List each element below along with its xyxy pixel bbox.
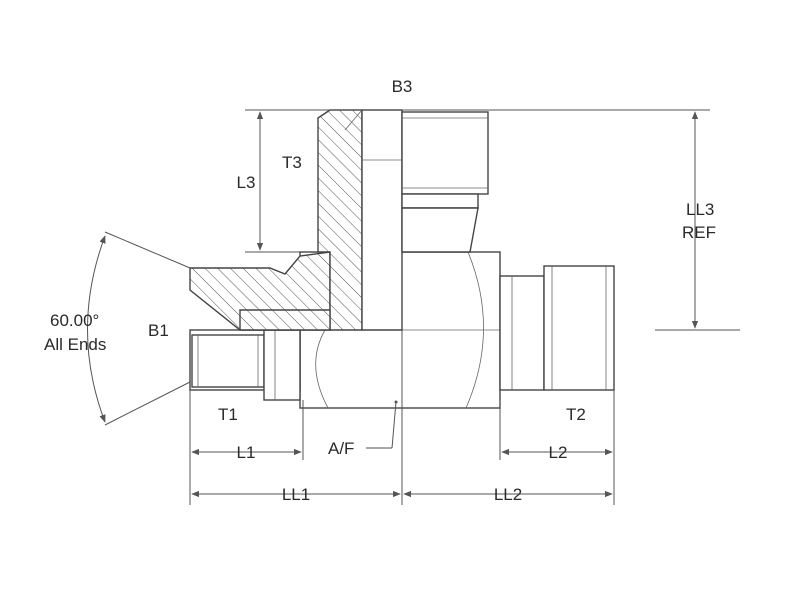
label-l1: L1 xyxy=(237,443,256,462)
label-af: A/F xyxy=(328,439,354,458)
dimension-lines xyxy=(87,109,740,505)
label-b1: B1 xyxy=(148,321,169,340)
label-l3: L3 xyxy=(237,173,256,192)
section-hatched xyxy=(189,109,363,331)
label-l2: L2 xyxy=(549,443,568,462)
right-port xyxy=(499,265,615,391)
label-ll1: LL1 xyxy=(282,485,310,504)
label-t2: T2 xyxy=(566,405,586,424)
label-ll2: LL2 xyxy=(494,485,522,504)
label-ll3-ref: REF xyxy=(682,223,716,242)
label-angle: 60.00° xyxy=(50,311,99,330)
label-ll3: LL3 xyxy=(686,200,714,219)
label-b3: B3 xyxy=(392,77,413,96)
left-port xyxy=(189,329,301,401)
label-t3: T3 xyxy=(282,153,302,172)
label-angle-all-ends: All Ends xyxy=(44,335,106,354)
label-t1: T1 xyxy=(218,405,238,424)
top-port xyxy=(401,111,489,253)
